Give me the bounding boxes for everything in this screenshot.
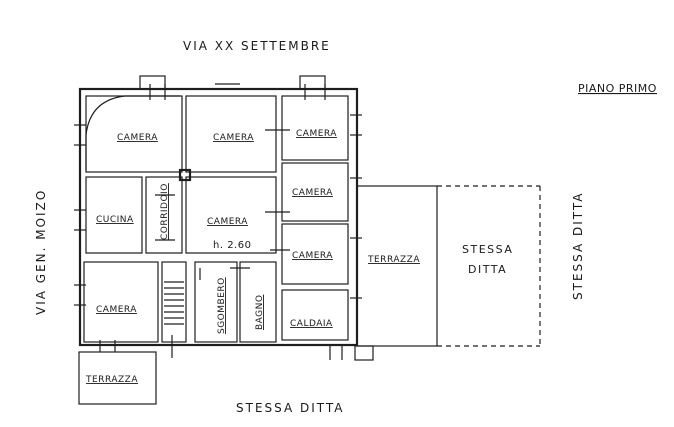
street-right-label: STESSA DITTA	[571, 191, 585, 300]
floor-title: PIANO PRIMO	[578, 82, 657, 95]
chimney-right	[299, 75, 326, 90]
street-bottom-label: STESSA DITTA	[236, 401, 345, 415]
room-camera-1-label: CAMERA	[117, 133, 158, 143]
room-camera-1-outline	[85, 95, 183, 173]
room-camera-2-outline	[185, 95, 277, 173]
window-marks	[74, 83, 362, 360]
stessa-ditta-line2: DITTA	[468, 263, 507, 276]
room-bagno-outline	[239, 261, 277, 343]
room-corridoio-outline	[145, 176, 183, 254]
room-cucina-outline	[85, 176, 143, 254]
height-note: h. 2.60	[213, 240, 251, 251]
room-camera-7-outline	[83, 261, 159, 343]
room-camera-7-label: CAMERA	[96, 305, 137, 315]
room-camera-5-label: CAMERA	[292, 188, 333, 198]
room-sgombero-label: SGOMBERO	[217, 277, 227, 334]
room-camera-2-label: CAMERA	[213, 133, 254, 143]
room-caldaia-label: CALDAIA	[290, 319, 333, 329]
room-camera-3-outline	[281, 95, 349, 161]
street-top-label: VIA XX SETTEMBRE	[183, 39, 331, 53]
central-column	[178, 168, 192, 182]
room-camera-6-label: CAMERA	[292, 251, 333, 261]
room-corridoio-label: CORRIDOIO	[160, 183, 170, 240]
chimney-left	[139, 75, 166, 90]
stessa-ditta-line1: STESSA	[462, 243, 513, 256]
stairs-treads	[164, 281, 184, 325]
room-cucina-label: CUCINA	[96, 215, 134, 225]
room-camera-6-outline	[281, 223, 349, 285]
room-camera-5-outline	[281, 162, 349, 222]
room-bagno-label: BAGNO	[255, 295, 265, 330]
terrazza-small-label: TERRAZZA	[85, 375, 138, 385]
terrazza-small-outline	[78, 351, 157, 405]
room-camera-3-label: CAMERA	[296, 129, 337, 139]
terrazza-main-label: TERRAZZA	[367, 255, 420, 265]
terrace-step	[354, 345, 374, 361]
room-caldaia-outline	[281, 289, 349, 341]
room-sgombero-outline	[194, 261, 238, 343]
room-camera-4-outline	[185, 176, 277, 254]
terrazza-outline	[356, 185, 438, 347]
room-camera-4-label: CAMERA	[207, 217, 248, 227]
stairs-outline	[161, 261, 187, 343]
street-left-label: VIA GEN. MOIZO	[34, 189, 48, 315]
